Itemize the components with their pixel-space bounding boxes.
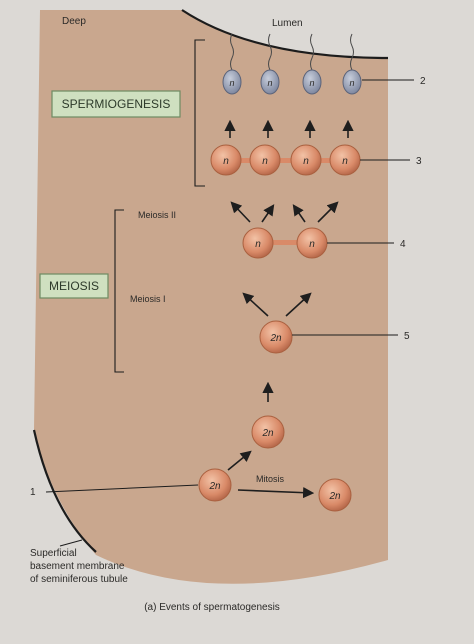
ploidy-label: n bbox=[267, 78, 272, 88]
ploidy-label: n bbox=[309, 78, 314, 88]
basement-caption-line2: basement membrane bbox=[30, 561, 125, 572]
meiosis-box bbox=[39, 273, 109, 299]
arrow-meiosis-ii-1 bbox=[230, 201, 251, 223]
spermatozoon-3: n bbox=[302, 69, 322, 95]
sperm-flagellum-4 bbox=[350, 33, 354, 71]
ploidy-label: n bbox=[342, 156, 348, 167]
spermatogonium-daughter: 2n bbox=[318, 478, 352, 512]
sperm-flagellum-1 bbox=[230, 33, 234, 71]
meiosis-bracket bbox=[114, 209, 124, 373]
arrow-meiosis-i-right bbox=[285, 292, 312, 317]
arrow-mitosis-right bbox=[237, 487, 315, 499]
ploidy-label: n bbox=[309, 239, 315, 250]
secondary-spermatocyte-2: n bbox=[296, 227, 328, 259]
cytoplasmic-bridge bbox=[268, 240, 302, 245]
lumen-label: Lumen bbox=[272, 18, 303, 29]
arrow-meiosis-ii-2 bbox=[261, 204, 275, 223]
ploidy-label: n bbox=[262, 156, 268, 167]
arrow-meiosis-ii-3 bbox=[292, 204, 306, 223]
spermiogenesis-box bbox=[51, 90, 181, 118]
ploidy-label: n bbox=[229, 78, 234, 88]
cytoplasmic-bridge bbox=[275, 158, 297, 163]
meiosis-label: MEIOSIS bbox=[49, 279, 99, 293]
callout-4: 4 bbox=[400, 239, 406, 250]
meiosis-i-label: Meiosis I bbox=[130, 294, 166, 304]
arrow-meiosis-i-left bbox=[242, 292, 269, 317]
cytoplasmic-bridge bbox=[314, 158, 336, 163]
arrow-mitosis-up bbox=[227, 450, 252, 471]
callout-2: 2 bbox=[420, 76, 426, 87]
figure-caption: (a) Events of spermatogenesis bbox=[144, 602, 280, 613]
spermatozoon-2: n bbox=[260, 69, 280, 95]
primary-spermatocyte: 2n bbox=[259, 320, 293, 354]
spermatozoon-4: n bbox=[342, 69, 362, 95]
sperm-flagellum-3 bbox=[310, 33, 314, 71]
ploidy-label: n bbox=[255, 239, 261, 250]
spermatogonium-upper: 2n bbox=[251, 415, 285, 449]
mitosis-label: Mitosis bbox=[256, 474, 285, 484]
ploidy-label: 2n bbox=[261, 428, 274, 439]
spermatid-2: n bbox=[249, 144, 281, 176]
basement-caption-line3: of seminiferous tubule bbox=[30, 574, 128, 585]
meiosis-ii-label: Meiosis II bbox=[138, 210, 176, 220]
callout-1: 1 bbox=[30, 487, 36, 498]
spermiogenesis-bracket bbox=[194, 39, 205, 187]
spermatogonium-stem: 2n bbox=[198, 468, 232, 502]
callout-line-1 bbox=[45, 484, 199, 493]
ploidy-label: 2n bbox=[269, 333, 282, 344]
sperm-flagellum-2 bbox=[268, 33, 272, 71]
secondary-spermatocyte-1: n bbox=[242, 227, 274, 259]
spermatozoon-1: n bbox=[222, 69, 242, 95]
ploidy-label: 2n bbox=[208, 481, 221, 492]
spermatid-4: n bbox=[329, 144, 361, 176]
arrow-meiosis-ii-4 bbox=[317, 201, 339, 223]
spermiogenesis-label: SPERMIOGENESIS bbox=[62, 97, 171, 111]
callout-5: 5 bbox=[404, 331, 410, 342]
basement-membrane bbox=[32, 429, 97, 553]
callout-3: 3 bbox=[416, 156, 422, 167]
ploidy-label: 2n bbox=[328, 491, 341, 502]
deep-label: Deep bbox=[62, 16, 86, 27]
spermatid-3: n bbox=[290, 144, 322, 176]
ploidy-label: n bbox=[223, 156, 229, 167]
cytoplasmic-bridge bbox=[236, 158, 258, 163]
basement-caption-line1: Superficial bbox=[30, 548, 77, 559]
ploidy-label: n bbox=[303, 156, 309, 167]
ploidy-label: n bbox=[349, 78, 354, 88]
spermatid-1: n bbox=[210, 144, 242, 176]
basement-membrane-pointer bbox=[59, 539, 83, 547]
